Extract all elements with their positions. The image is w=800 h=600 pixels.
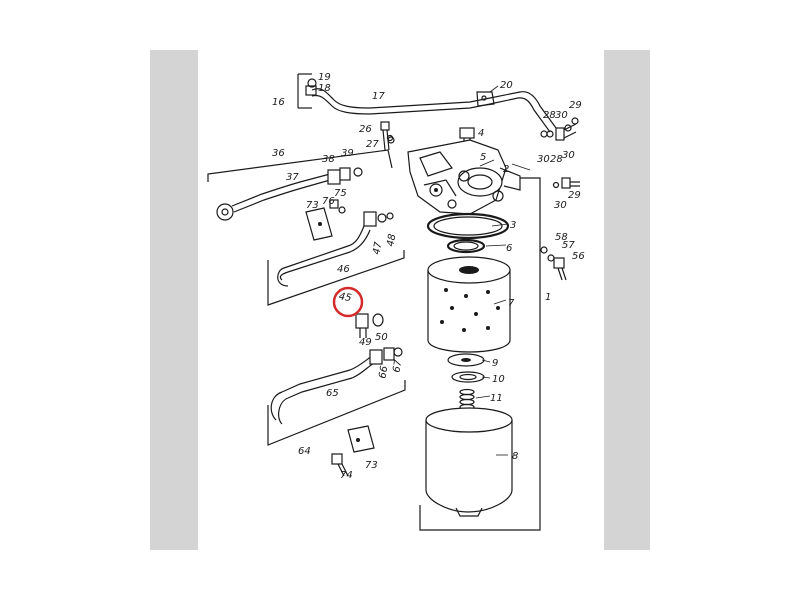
label-30c: 30: [562, 150, 575, 161]
label-37: 37: [286, 172, 299, 183]
label-11: 11: [490, 393, 503, 404]
label-2: 2: [503, 164, 509, 175]
screw-56-assembly: [540, 246, 567, 281]
label-66: 66: [377, 365, 390, 379]
group-bracket-64: [267, 380, 406, 446]
label-20: 20: [500, 80, 513, 91]
label-6: 6: [506, 243, 512, 254]
label-9: 9: [492, 358, 498, 369]
label-8: 8: [512, 451, 518, 462]
pipe-37: [216, 167, 363, 221]
label-73b: 73: [365, 460, 378, 471]
group-bracket-36: [207, 149, 393, 182]
pipe-65: [270, 347, 403, 425]
clip-73-lower: [347, 425, 375, 453]
label-30d: 30: [554, 200, 567, 211]
label-29: 29: [569, 100, 582, 111]
label-1: 1: [545, 292, 551, 303]
right-gray-margin: [604, 50, 650, 550]
pipe-46: [277, 211, 394, 287]
screw-26: [380, 121, 394, 151]
clip-73-upper: [305, 207, 333, 241]
label-48: 48: [385, 233, 398, 247]
label-46: 46: [337, 264, 350, 275]
label-58: 58: [555, 232, 568, 243]
part-labels: 1 2 3 4 5 6 7 8 9 10 11 16 17 18 19 20 2…: [272, 72, 585, 481]
label-39: 39: [341, 148, 354, 159]
washer-27: [387, 136, 395, 144]
label-7: 7: [508, 298, 515, 309]
label-5: 5: [480, 152, 486, 163]
fittings-28-29-30: [540, 117, 580, 189]
label-27: 27: [366, 139, 379, 150]
ring-10: [451, 371, 485, 383]
label-57: 57: [562, 240, 575, 251]
label-3: 3: [510, 220, 516, 231]
label-10: 10: [492, 374, 505, 385]
label-29b: 29: [568, 190, 581, 201]
fitting-49-50: [355, 313, 384, 338]
filter-bowl-8: [425, 407, 513, 517]
label-30: 30: [555, 110, 568, 121]
highlight-circle-part-45: [332, 286, 364, 318]
seal-ring-6: [446, 238, 486, 254]
drawing-sheet: [198, 50, 604, 550]
filter-element-7: [427, 256, 511, 353]
top-oil-pipe: [297, 73, 557, 133]
label-73: 73: [306, 200, 319, 211]
group-bracket-46: [267, 250, 405, 306]
label-56: 56: [572, 251, 585, 262]
group-bracket-1: [419, 177, 541, 531]
label-49: 49: [359, 337, 372, 348]
label-50: 50: [375, 332, 388, 343]
leader-lines: [475, 85, 531, 456]
label-16: 16: [272, 97, 285, 108]
label-17: 17: [372, 91, 385, 102]
label-47: 47: [371, 240, 384, 255]
label-4: 4: [478, 128, 484, 139]
label-45: 45: [338, 291, 352, 304]
gasket-3: [426, 212, 510, 240]
nut-75-bolt-76: [329, 199, 346, 214]
label-38: 38: [322, 154, 335, 165]
label-26: 26: [359, 124, 372, 135]
washer-9: [447, 353, 485, 367]
label-67: 67: [391, 358, 404, 373]
label-74: 74: [340, 470, 353, 481]
label-18: 18: [318, 83, 331, 94]
label-64: 64: [298, 446, 311, 457]
label-36: 36: [272, 148, 285, 159]
label-65: 65: [326, 388, 339, 399]
spring-11: [459, 388, 475, 411]
label-28: 28: [543, 110, 556, 121]
label-75: 75: [334, 188, 347, 199]
label-19: 19: [318, 72, 331, 83]
left-gray-margin: [150, 50, 198, 550]
label-28b: 28: [550, 154, 563, 165]
bolt-74: [331, 453, 349, 477]
label-30b: 30: [537, 154, 550, 165]
filter-head-housing: [407, 139, 521, 215]
label-76: 76: [322, 196, 335, 207]
